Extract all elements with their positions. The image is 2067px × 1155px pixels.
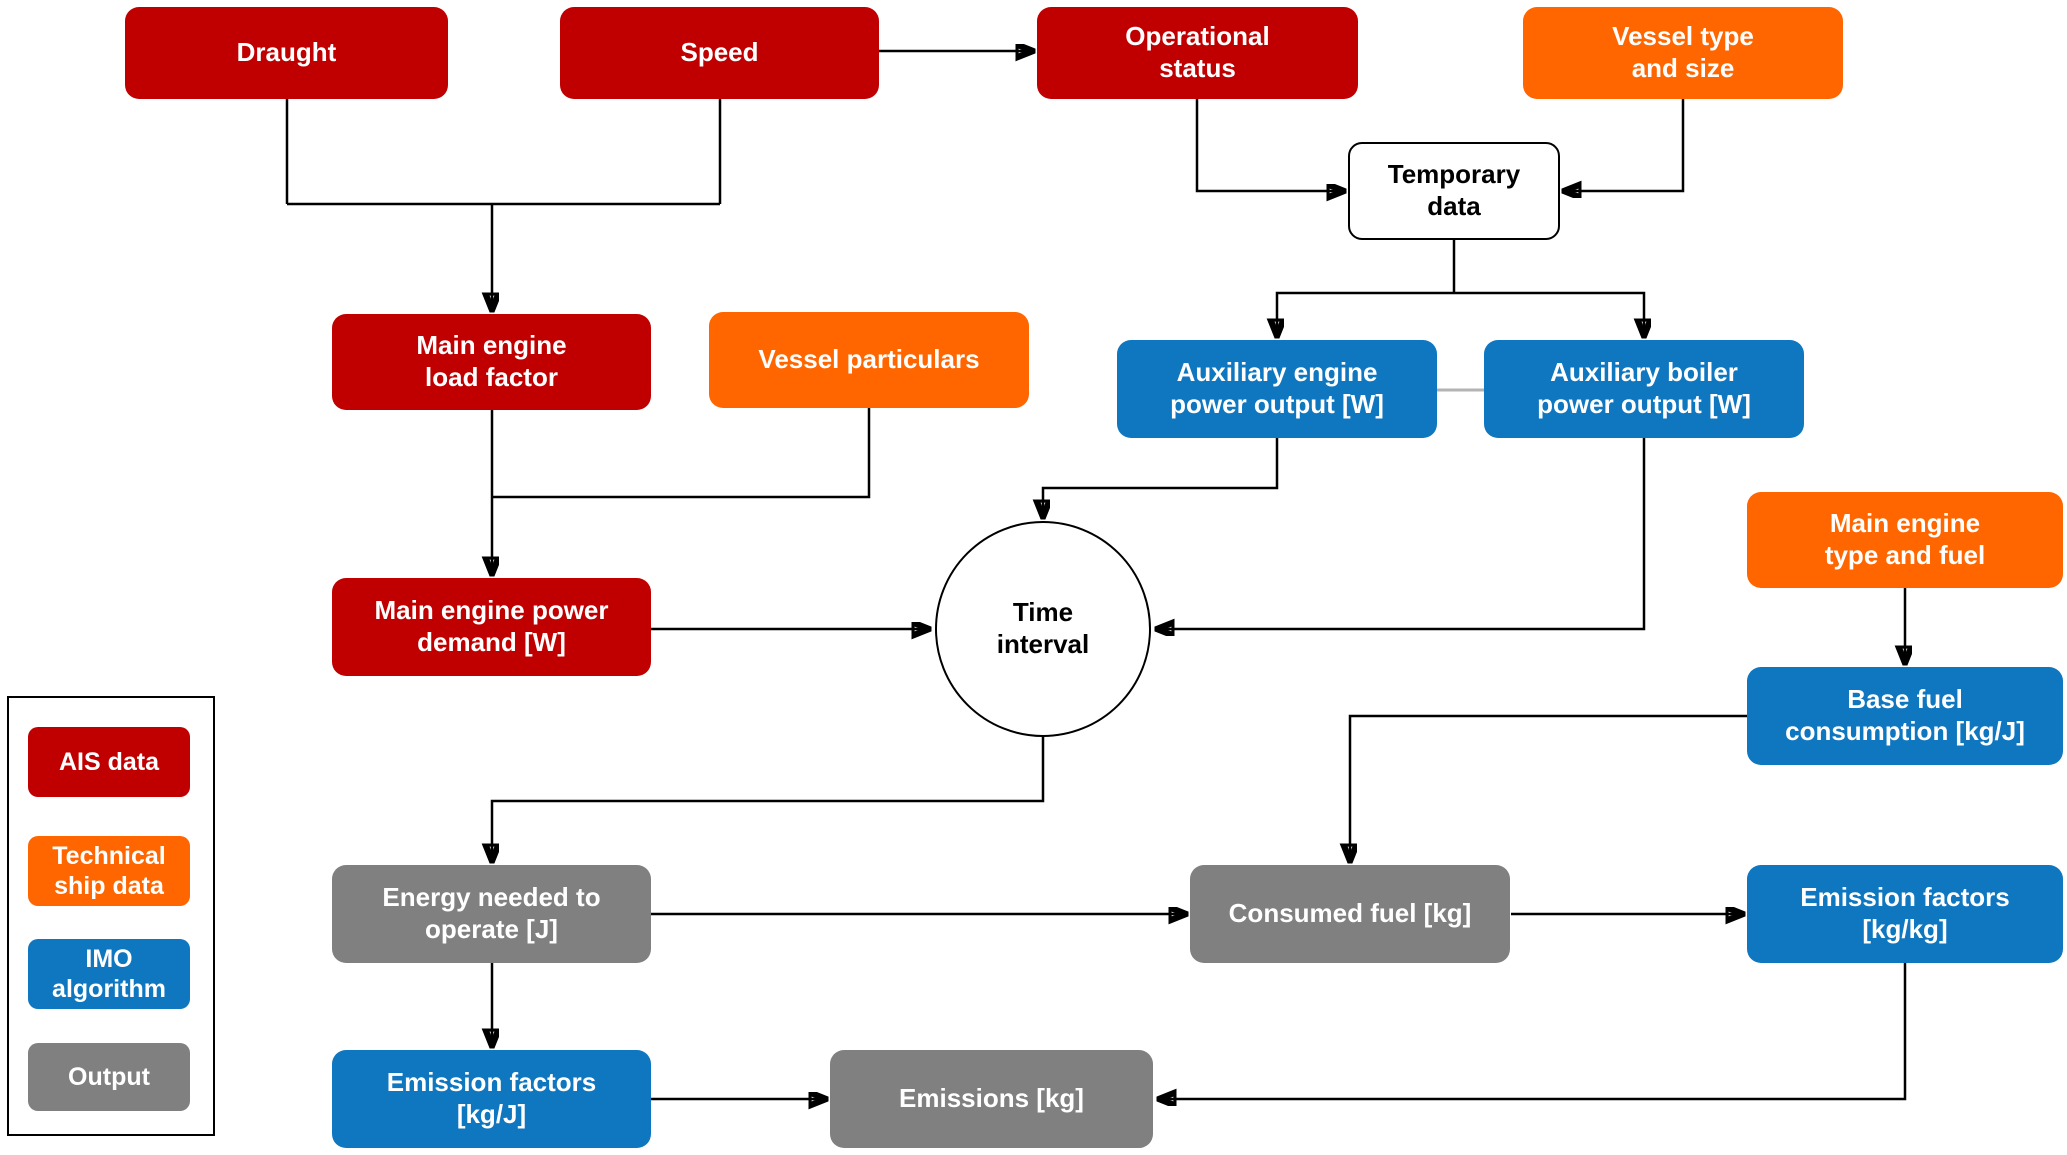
legend-item-output: Output: [28, 1043, 190, 1111]
node-vessel-particulars: Vessel particulars: [709, 312, 1029, 408]
legend-box: AIS data Technical ship data IMO algorit…: [7, 696, 215, 1136]
node-speed: Speed: [560, 7, 879, 99]
legend-item-technical-ship-data: Technical ship data: [28, 836, 190, 906]
edge-time-interval-energy: [492, 737, 1045, 861]
node-auxiliary-engine-power-output: Auxiliary engine power output [W]: [1117, 340, 1437, 438]
edge-temporary-data-aux-engine: [1277, 291, 1454, 336]
node-time-interval: Time interval: [935, 521, 1151, 737]
node-base-fuel-consumption: Base fuel consumption [kg/J]: [1747, 667, 2063, 765]
edge-aux-engine-time-interval: [1043, 438, 1279, 517]
node-energy-needed-to-operate: Energy needed to operate [J]: [332, 865, 651, 963]
legend-item-ais-data: AIS data: [28, 727, 190, 797]
node-emissions: Emissions [kg]: [830, 1050, 1153, 1148]
node-emission-factors-kg-j: Emission factors [kg/J]: [332, 1050, 651, 1148]
node-main-engine-load-factor: Main engine load factor: [332, 314, 651, 410]
node-vessel-type-and-size: Vessel type and size: [1523, 7, 1843, 99]
edge-vessel-particulars-join: [492, 408, 871, 499]
node-consumed-fuel: Consumed fuel [kg]: [1190, 865, 1510, 963]
legend-item-imo-algorithm: IMO algorithm: [28, 939, 190, 1009]
edge-temporary-data-aux-boiler: [1454, 291, 1644, 336]
node-auxiliary-boiler-power-output: Auxiliary boiler power output [W]: [1484, 340, 1804, 438]
node-main-engine-power-demand: Main engine power demand [W]: [332, 578, 651, 676]
node-emission-factors-kg-kg: Emission factors [kg/kg]: [1747, 865, 2063, 963]
node-main-engine-type-and-fuel: Main engine type and fuel: [1747, 492, 2063, 588]
edge-emission-factors-kgkg-emissions: [1159, 963, 1907, 1099]
edge-aux-boiler-time-interval: [1157, 438, 1646, 629]
node-draught: Draught: [125, 7, 448, 99]
node-temporary-data: Temporary data: [1348, 142, 1560, 240]
edge-operational-status-temporary-data: [1195, 99, 1344, 191]
edge-vessel-type-temporary-data: [1564, 99, 1685, 191]
node-operational-status: Operational status: [1037, 7, 1358, 99]
edge-base-fuel-consumed-fuel: [1350, 714, 1747, 861]
